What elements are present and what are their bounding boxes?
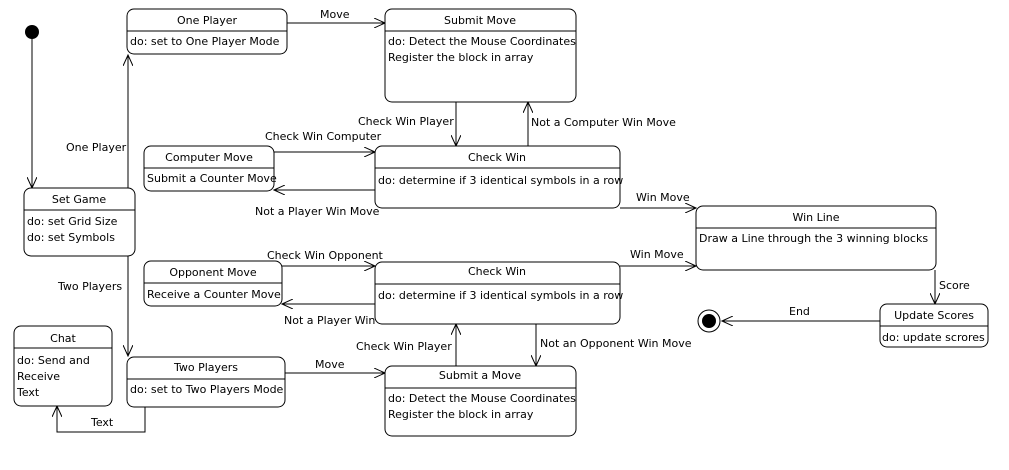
- state-activity: do: set Grid Size: [27, 215, 118, 228]
- state-set-game: Set Game do: set Grid Size do: set Symbo…: [23, 187, 136, 257]
- state-activity: do: determine if 3 identical symbols in …: [378, 174, 623, 187]
- state-title: Two Players: [173, 361, 238, 374]
- state-submit-move: Submit Move do: Detect the Mouse Coordin…: [384, 8, 577, 103]
- state-activity: Receive a Counter Move: [147, 288, 281, 301]
- state-title: Submit Move: [444, 14, 516, 27]
- state-title: Submit a Move: [439, 369, 521, 382]
- state-one-player: One Player do: set to One Player Mode: [126, 8, 288, 55]
- edge-labels: Move Check Win Player Not a Computer Win…: [57, 8, 970, 429]
- final-state: [697, 309, 721, 333]
- state-chat: Chat do: Send and Receive Text: [13, 325, 113, 407]
- state-check-win-bottom: Check Win do: determine if 3 identical s…: [374, 261, 623, 325]
- label-not-computer-win: Not a Computer Win Move: [531, 116, 676, 129]
- label-check-win-player-top: Check Win Player: [358, 115, 454, 128]
- state-activity: do: determine if 3 identical symbols in …: [378, 289, 623, 302]
- state-activity: do: Detect the Mouse Coordinates: [388, 35, 576, 48]
- label-check-win-opponent: Check Win Opponent: [267, 249, 384, 262]
- state-title: Set Game: [52, 193, 107, 206]
- state-activity: Text: [16, 386, 40, 399]
- label-score: Score: [939, 279, 970, 292]
- state-activity: Register the block in array: [388, 408, 534, 421]
- state-title: Check Win: [468, 151, 526, 164]
- state-win-line: Win Line Draw a Line through the 3 winni…: [695, 205, 937, 271]
- edge-two-players-to-chat: [57, 406, 146, 433]
- label-move-top: Move: [320, 8, 350, 21]
- state-opponent-move: Opponent Move Receive a Counter Move: [143, 260, 283, 307]
- initial-state: [25, 25, 39, 39]
- state-activity: do: Detect the Mouse Coordinates: [388, 392, 576, 405]
- label-check-win-computer: Check Win Computer: [265, 130, 382, 143]
- state-title: Chat: [50, 332, 76, 345]
- state-activity: Submit a Counter Move: [147, 172, 277, 185]
- state-activity: do: set Symbols: [27, 231, 115, 244]
- label-not-player-win: Not a Player Win: [284, 314, 375, 327]
- state-two-players: Two Players do: set to Two Players Mode: [126, 356, 286, 408]
- state-activity: Register the block in array: [388, 51, 534, 64]
- label-not-player-win-move: Not a Player Win Move: [255, 205, 380, 218]
- state-title: One Player: [177, 14, 238, 27]
- state-title: Check Win: [468, 265, 526, 278]
- state-title: Win Line: [792, 211, 839, 224]
- label-text: Text: [90, 416, 114, 429]
- state-activity: Draw a Line through the 3 winning blocks: [699, 232, 928, 245]
- state-activity: Receive: [17, 370, 60, 383]
- state-activity: do: set to Two Players Mode: [130, 383, 284, 396]
- label-one-player: One Player: [66, 141, 127, 154]
- state-check-win-top: Check Win do: determine if 3 identical s…: [374, 145, 623, 209]
- state-title: Computer Move: [165, 151, 253, 164]
- label-win-move-top: Win Move: [636, 191, 690, 204]
- label-two-players: Two Players: [57, 280, 122, 293]
- state-activity: do: set to One Player Mode: [130, 35, 280, 48]
- state-activity: do: update scrores: [882, 331, 985, 344]
- state-computer-move: Computer Move Submit a Counter Move: [143, 145, 277, 192]
- state-title: Update Scores: [894, 309, 974, 322]
- label-end: End: [789, 305, 810, 318]
- edges: [32, 23, 935, 433]
- label-move-bottom: Move: [315, 358, 345, 371]
- state-activity: do: Send and: [17, 354, 90, 367]
- state-update-scores: Update Scores do: update scrores: [879, 303, 989, 348]
- label-check-win-player-bottom: Check Win Player: [356, 340, 452, 353]
- label-not-opponent-win: Not an Opponent Win Move: [540, 337, 692, 350]
- state-title: Opponent Move: [169, 266, 257, 279]
- state-submit-a-move: Submit a Move do: Detect the Mouse Coord…: [384, 365, 577, 437]
- label-win-move-bottom: Win Move: [630, 248, 684, 261]
